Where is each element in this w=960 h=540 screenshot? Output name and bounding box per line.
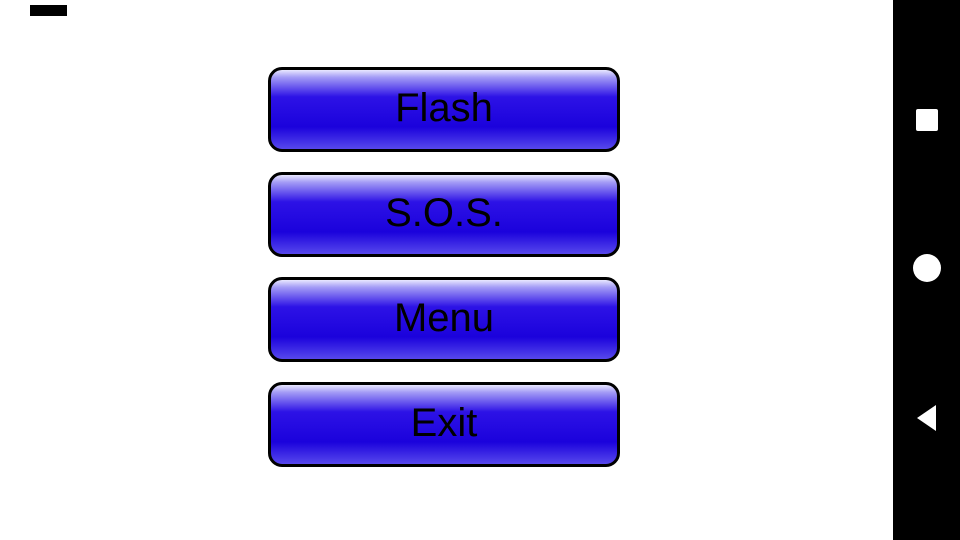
flash-button-label: Flash xyxy=(395,85,493,130)
menu-button-label: Menu xyxy=(393,295,495,340)
exit-button[interactable]: Exit xyxy=(268,382,620,467)
flash-button[interactable]: Flash xyxy=(268,67,620,152)
sos-button[interactable]: S.O.S. xyxy=(268,172,620,257)
exit-button-label: Exit xyxy=(410,400,478,445)
android-navbar xyxy=(893,0,960,540)
recents-square-icon xyxy=(915,109,938,131)
recents-button[interactable] xyxy=(893,100,960,140)
home-circle-icon xyxy=(912,254,941,282)
back-triangle-icon xyxy=(917,405,936,431)
home-button[interactable] xyxy=(893,248,960,288)
menu-button[interactable]: Menu xyxy=(268,277,620,362)
status-bar-notch xyxy=(30,5,67,16)
sos-button-label: S.O.S. xyxy=(385,190,503,235)
button-column: Flash S.O.S. Menu Exit xyxy=(268,67,620,467)
back-button[interactable] xyxy=(893,398,960,438)
